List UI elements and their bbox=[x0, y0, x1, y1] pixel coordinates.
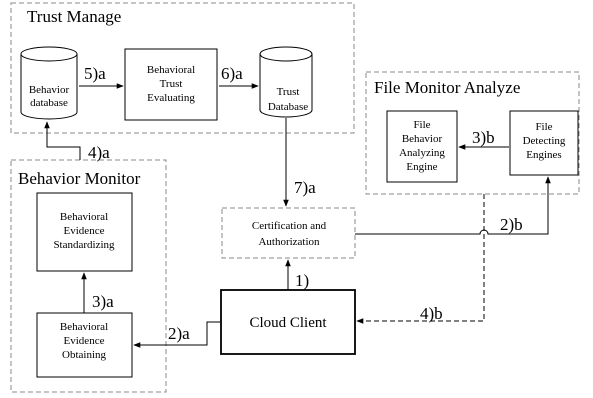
step-label-1: 1) bbox=[295, 271, 309, 290]
file-behavior-line-4: Engine bbox=[406, 161, 437, 173]
step-label-3a: 3)a bbox=[92, 292, 114, 311]
cloud-client-label: Cloud Client bbox=[249, 315, 327, 331]
evidence-standardizing-line-3: Standardizing bbox=[53, 239, 115, 251]
step-label-4a: 4)a bbox=[88, 143, 110, 162]
evidence-obtaining-line-1: Behavioral bbox=[60, 321, 108, 333]
behavioral-trust-line-1: Behavioral bbox=[147, 64, 195, 76]
file-detecting-line-2: Detecting bbox=[523, 135, 566, 147]
arrow-4b bbox=[356, 194, 485, 324]
arrow-2b bbox=[355, 176, 551, 235]
file-behavior-line-2: Behavior bbox=[402, 133, 443, 145]
step-label-2a: 2)a bbox=[168, 324, 190, 343]
behavioral-evidence-standardizing-box: Behavioral Evidence Standardizing bbox=[36, 192, 133, 272]
trust-manage-group bbox=[10, 2, 355, 134]
step-label-6a: 6)a bbox=[221, 64, 243, 83]
cloud-client-box: Cloud Client bbox=[220, 289, 356, 355]
evidence-obtaining-line-3: Obtaining bbox=[62, 349, 106, 361]
evidence-standardizing-line-1: Behavioral bbox=[60, 211, 108, 223]
certification-line-2: Authorization bbox=[258, 236, 320, 248]
file-monitor-group bbox=[365, 71, 580, 195]
step-label-2b: 2)b bbox=[500, 215, 523, 234]
behavioral-trust-evaluating-box: Behavioral Trust Evaluating bbox=[124, 48, 218, 121]
step-label-3b: 3)b bbox=[472, 128, 495, 147]
behavior-database-cylinder: Behavior database bbox=[20, 46, 78, 120]
behavioral-trust-line-3: Evaluating bbox=[147, 92, 195, 104]
trust-database-label-1: Trust bbox=[277, 86, 300, 98]
behavioral-trust-line-2: Trust bbox=[160, 78, 183, 90]
file-behavior-analyzing-engine-box: File Behavior Analyzing Engine bbox=[386, 110, 458, 183]
trust-manage-title: Trust Manage bbox=[27, 7, 121, 26]
file-detecting-line-3: Engines bbox=[526, 149, 561, 161]
file-monitor-title: File Monitor Analyze bbox=[374, 78, 520, 97]
file-detecting-engines-box: File Detecting Engines bbox=[509, 110, 579, 176]
step-label-4b: 4)b bbox=[420, 304, 443, 323]
behavior-database-label-1: Behavior bbox=[29, 84, 70, 96]
behavior-monitor-title: Behavior Monitor bbox=[18, 169, 141, 188]
file-detecting-line-1: File bbox=[535, 121, 552, 133]
file-behavior-line-3: Analyzing bbox=[399, 147, 445, 159]
trust-database-label-2: Database bbox=[268, 101, 308, 113]
arrow-4a bbox=[44, 121, 81, 160]
behavioral-evidence-obtaining-box: Behavioral Evidence Obtaining bbox=[36, 312, 133, 378]
certification-line-1: Certification and bbox=[252, 220, 327, 232]
evidence-obtaining-line-2: Evidence bbox=[64, 335, 105, 347]
behavior-database-label-2: database bbox=[30, 97, 68, 109]
step-label-5a: 5)a bbox=[84, 64, 106, 83]
behavior-monitor-group bbox=[10, 159, 167, 393]
step-label-7a: 7)a bbox=[294, 178, 316, 197]
file-behavior-line-1: File bbox=[413, 119, 430, 131]
evidence-standardizing-line-2: Evidence bbox=[64, 225, 105, 237]
certification-authorization-box: Certification and Authorization bbox=[221, 207, 356, 259]
trust-database-cylinder: Trust Database bbox=[259, 46, 313, 118]
arrow-2a bbox=[133, 321, 221, 348]
